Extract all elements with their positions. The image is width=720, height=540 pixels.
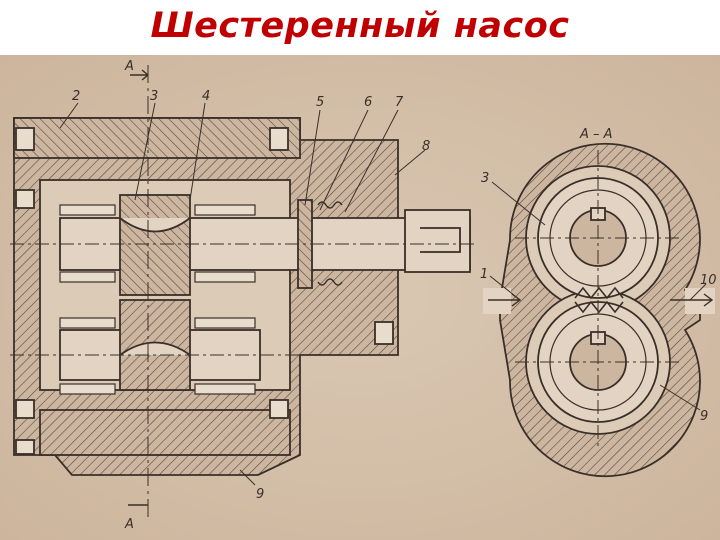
label-8: 8 <box>422 139 430 154</box>
top-cover <box>13 117 301 159</box>
bottom-cover <box>39 409 291 456</box>
label-section-a-top: A <box>124 59 134 74</box>
label-7: 7 <box>395 95 404 110</box>
label-5: 5 <box>316 95 324 110</box>
label-4: 4 <box>202 89 210 104</box>
label-section-view: A – A <box>579 127 613 142</box>
seal-spring <box>317 201 343 286</box>
drive-gear-bore <box>119 217 191 233</box>
inlet-port <box>483 288 511 314</box>
label-6: 6 <box>364 95 372 110</box>
longitudinal-section <box>10 65 475 520</box>
cross-leader-lines <box>489 181 707 411</box>
label-9-cross: 9 <box>700 409 708 424</box>
meshing-teeth <box>574 286 624 314</box>
bearings <box>59 204 256 395</box>
label-section-a-bottom: A <box>124 517 134 532</box>
driven-gear-bore <box>119 341 191 356</box>
label-3-cross: 3 <box>481 171 489 186</box>
shaft-key-slot <box>420 227 461 253</box>
label-9-bottom: 9 <box>256 487 264 502</box>
gear-pump-drawing: A A 2 3 4 5 6 7 8 9 <box>0 55 720 540</box>
label-1: 1 <box>480 267 488 282</box>
label-10: 10 <box>700 273 717 288</box>
slide-title: Шестеренный насос <box>150 6 570 46</box>
leader-lines <box>59 102 426 486</box>
section-arrow-top <box>130 69 149 81</box>
bolts <box>15 127 394 455</box>
label-2: 2 <box>72 89 80 104</box>
cross-section <box>483 142 715 478</box>
label-3: 3 <box>150 89 158 104</box>
outlet-arrow <box>670 293 714 307</box>
drive-gear <box>119 194 191 296</box>
